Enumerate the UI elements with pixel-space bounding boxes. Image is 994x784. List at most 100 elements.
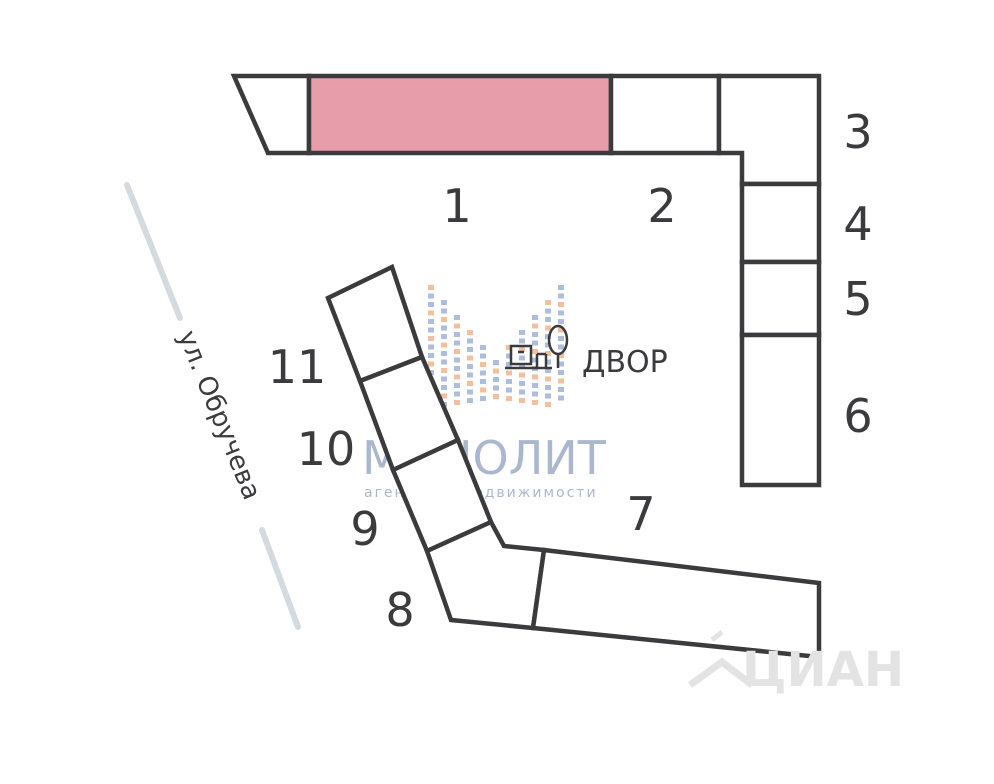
section-4[interactable]	[739, 181, 822, 265]
logo-dot	[441, 325, 447, 331]
logo-dot	[558, 344, 564, 350]
section-label-4: 4	[843, 197, 872, 251]
logo-dot	[480, 379, 486, 384]
section-label-1: 1	[442, 179, 471, 233]
logo-dot	[454, 315, 460, 320]
logo-dot	[428, 310, 434, 316]
logo-dot	[532, 332, 538, 337]
logo-dot	[519, 355, 525, 361]
logo-dot	[545, 359, 551, 365]
logo-dot	[454, 391, 460, 397]
logo-dot	[545, 368, 551, 373]
logo-dot	[558, 361, 564, 367]
logo-dot	[558, 378, 564, 384]
logo-dot	[493, 377, 499, 382]
logo-dot	[519, 381, 525, 386]
logo-dot	[493, 394, 499, 399]
logo-dot	[428, 344, 434, 350]
logo-dot	[441, 351, 447, 356]
logo-dot	[441, 385, 447, 390]
logo-dot	[480, 345, 486, 350]
logo-dot	[558, 395, 564, 401]
logo-dot	[428, 353, 434, 358]
section-6[interactable]	[739, 332, 822, 488]
section-label-8: 8	[385, 583, 414, 637]
logo-dot	[532, 349, 538, 354]
section-label-5: 5	[843, 272, 872, 326]
logo-dot	[506, 379, 512, 384]
logo-dot	[467, 372, 473, 378]
logo-dot	[545, 308, 551, 314]
logo-dot	[519, 347, 525, 352]
logo-dot	[441, 368, 447, 373]
logo-dot	[441, 308, 447, 314]
logo-dot	[545, 325, 551, 331]
logo-dot	[454, 357, 460, 363]
logo-dot	[558, 310, 564, 316]
logo-dot	[428, 336, 434, 341]
logo-dot	[441, 393, 447, 399]
logo-dot	[467, 355, 473, 361]
logo-dot	[467, 364, 473, 369]
logo-dot	[428, 293, 434, 299]
logo-dot	[545, 351, 551, 356]
logo-dot	[506, 362, 512, 367]
logo-dot	[454, 323, 460, 329]
logo-dot	[467, 381, 473, 386]
logo-dot	[467, 398, 473, 403]
section-1[interactable]	[306, 73, 614, 156]
logo-dot	[467, 338, 473, 344]
logo-dot	[506, 345, 512, 350]
logo-dot	[532, 340, 538, 346]
logo-dot	[493, 368, 499, 374]
logo-dot	[532, 374, 538, 380]
logo-dot	[480, 370, 486, 376]
logo-dot	[454, 383, 460, 388]
logo-dot	[480, 362, 486, 367]
section-label-7: 7	[626, 487, 655, 541]
logo-dot	[545, 300, 551, 305]
logo-dot	[441, 376, 447, 382]
logo-dot	[428, 361, 434, 367]
section-3[interactable]	[716, 73, 822, 187]
logo-dot	[558, 302, 564, 307]
logo-dot	[545, 393, 551, 399]
logo-dot	[558, 285, 564, 290]
logo-dot	[480, 387, 486, 393]
logo-dot	[493, 385, 499, 391]
logo-dot	[558, 327, 564, 333]
logo-dot	[454, 400, 460, 405]
logo-dot	[545, 317, 551, 322]
logo-dot	[454, 332, 460, 337]
logo-dot	[467, 330, 473, 335]
logo-dot	[441, 317, 447, 322]
logo-dot	[441, 342, 447, 348]
logo-dot	[519, 398, 525, 403]
section-label-9: 9	[350, 502, 379, 556]
logo-dot	[480, 396, 486, 401]
section-2[interactable]	[608, 73, 722, 156]
logo-dot	[506, 396, 512, 401]
logo-dot	[454, 349, 460, 354]
logo-dot	[428, 319, 434, 324]
logo-dot	[493, 360, 499, 365]
logo-dot	[428, 327, 434, 333]
logo-dot	[545, 402, 551, 407]
street-line-upper	[124, 182, 183, 321]
logo-dot	[558, 336, 564, 341]
logo-dot	[558, 387, 564, 392]
logo-dot	[532, 315, 538, 320]
logo-dot	[519, 389, 525, 395]
section-label-3: 3	[843, 105, 872, 159]
logo-dot	[558, 293, 564, 299]
section-5[interactable]	[739, 259, 822, 338]
logo-dot	[441, 359, 447, 365]
section-1-left-bay[interactable]	[230, 73, 312, 156]
logo-dot	[441, 334, 447, 339]
section-7[interactable]	[530, 547, 822, 660]
section-label-11: 11	[268, 340, 327, 394]
logo-dot	[467, 347, 473, 352]
street-label: ул. Обручева	[172, 326, 267, 504]
logo-dot	[441, 300, 447, 305]
